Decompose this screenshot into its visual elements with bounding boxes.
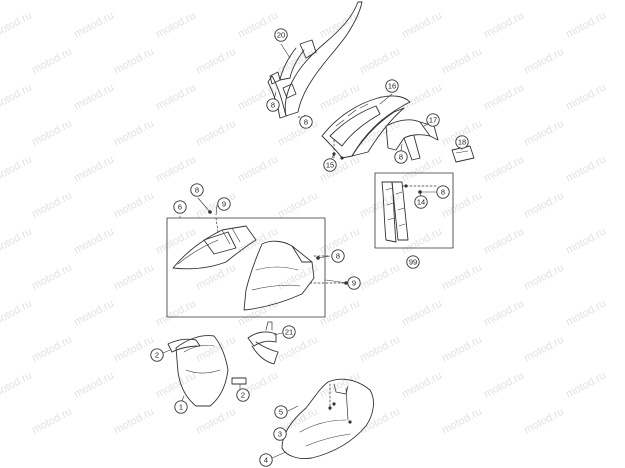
callout-c1: 1: [174, 400, 188, 414]
fork-protector-group-box: [374, 172, 454, 249]
callout-circle: [236, 388, 250, 402]
callout-label: 8: [399, 153, 403, 162]
callout-label: 15: [326, 161, 334, 170]
callout-label: 20: [277, 31, 285, 40]
callout-circle: [436, 185, 450, 199]
callout-label: 6: [178, 203, 182, 212]
callout-label: 1: [179, 403, 183, 412]
callout-circle: [394, 150, 408, 164]
callout-circle: [331, 249, 345, 263]
callout-label: 5: [279, 408, 283, 417]
callout-c8a: 8: [266, 98, 280, 112]
callout-c9a: 9: [217, 197, 231, 211]
callout-c18: 18: [455, 135, 469, 149]
callout-label: 14: [417, 198, 425, 207]
callout-c2a: 2: [150, 348, 164, 362]
callout-circle: [266, 98, 280, 112]
callout-c21: 21: [282, 325, 296, 339]
callout-label: 2: [241, 391, 245, 400]
callout-c20: 20: [274, 28, 288, 42]
callout-label: 8: [441, 188, 445, 197]
callout-circle: [274, 405, 288, 419]
callout-circle: [406, 255, 420, 269]
rear-fender-part: [267, 1, 363, 119]
callout-c8f: 8: [331, 249, 345, 263]
callout-circle: [414, 195, 428, 209]
callout-label: 18: [458, 138, 466, 147]
fastener-dots: [208, 115, 422, 424]
callout-circle: [174, 400, 188, 414]
callout-c17: 17: [426, 113, 440, 127]
right-side-panel-part: [243, 240, 315, 311]
callout-circle: [323, 158, 337, 172]
callout-circle: [426, 113, 440, 127]
left-side-panel-part: [172, 225, 257, 270]
leader-lines: [162, 43, 463, 459]
callout-circle: [259, 453, 273, 467]
callout-c2b: 2: [236, 388, 250, 402]
callout-label: 21: [285, 328, 293, 337]
callout-circle: [299, 115, 313, 129]
callout-circle: [282, 325, 296, 339]
callout-label: 16: [388, 82, 396, 91]
callout-c6: 6: [173, 200, 187, 214]
callout-c8e: 8: [190, 183, 204, 197]
dashed-leaders: [215, 116, 437, 413]
callout-c8b: 8: [299, 115, 313, 129]
callout-label: 17: [429, 116, 437, 125]
headlight-mask-part: [167, 335, 247, 407]
callout-c5: 5: [274, 405, 288, 419]
callout-label: 2: [155, 351, 159, 360]
callout-c9b: 9: [347, 276, 361, 290]
callout-circle: [385, 79, 399, 93]
callout-circle: [347, 276, 361, 290]
callout-label: 99: [409, 258, 417, 267]
callout-c4: 4: [259, 453, 273, 467]
fork-protector-part: [381, 181, 409, 243]
rear-light-bracket-part: [385, 119, 439, 161]
callout-circle: [455, 135, 469, 149]
callout-circle: [273, 427, 287, 441]
side-panel-group-box: [166, 217, 326, 318]
callout-label: 8: [336, 252, 340, 261]
callout-circle: [150, 348, 164, 362]
callout-c8d: 8: [436, 185, 450, 199]
callout-c15: 15: [323, 158, 337, 172]
callout-label: 9: [352, 279, 356, 288]
callout-c16: 16: [385, 79, 399, 93]
callout-circle: [173, 200, 187, 214]
callout-label: 9: [222, 200, 226, 209]
callout-circle: [274, 28, 288, 42]
callout-label: 3: [278, 430, 282, 439]
callout-label: 8: [195, 186, 199, 195]
callout-circle: [190, 183, 204, 197]
callout-circle: [217, 197, 231, 211]
callout-c8c: 8: [394, 150, 408, 164]
callout-label: 8: [271, 101, 275, 110]
callout-c14: 14: [414, 195, 428, 209]
callout-label: 8: [304, 118, 308, 127]
callout-c3: 3: [273, 427, 287, 441]
callout-label: 4: [264, 456, 268, 465]
callout-c99: 99: [406, 255, 420, 269]
front-fender-part: [281, 378, 374, 459]
headlight-bracket-part: [247, 321, 279, 365]
